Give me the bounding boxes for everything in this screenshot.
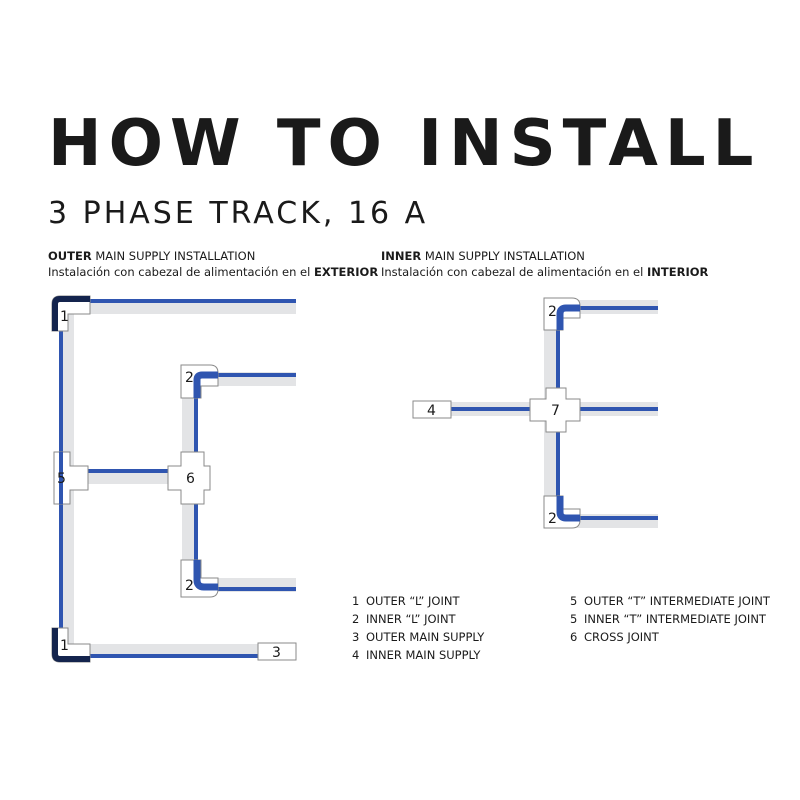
- legend-text: OUTER “T” INTERMEDIATE JOINT: [584, 594, 770, 608]
- legend-num: 3: [352, 630, 360, 644]
- inner-l-b-label: 2: [185, 578, 194, 594]
- outer-heading-bold: OUTER: [48, 249, 92, 263]
- legend-item: 3 OUTER MAIN SUPPLY: [352, 628, 484, 646]
- page-subtitle: 3 PHASE TRACK, 16 A: [48, 196, 429, 231]
- legend-num: 4: [352, 648, 360, 662]
- outer-l-top-label: 1: [60, 309, 69, 325]
- cross-right-label: 7: [551, 403, 560, 419]
- legend-item: 5 INNER “T” INTERMEDIATE JOINT: [570, 610, 770, 628]
- page-title: HOW TO INSTALL: [48, 107, 761, 181]
- inner-section-heading: INNER MAIN SUPPLY INSTALLATION Instalaci…: [381, 248, 708, 280]
- inner-spanish-bold: INTERIOR: [646, 265, 709, 279]
- outer-l-joint-top: 1: [51, 295, 91, 332]
- legend-item: 1 OUTER “L” JOINT: [352, 592, 484, 610]
- outer-cross-joint: 6: [167, 451, 211, 505]
- legend-text: INNER MAIN SUPPLY: [366, 648, 481, 662]
- t-joint-label: 5: [57, 471, 66, 487]
- legend-text: INNER “T” INTERMEDIATE JOINT: [584, 612, 766, 626]
- legend-text: CROSS JOINT: [584, 630, 659, 644]
- legend-item: 4 INNER MAIN SUPPLY: [352, 646, 484, 664]
- inner-l-joint-a: 2: [180, 364, 219, 399]
- cross-left-label: 6: [186, 471, 195, 487]
- inner-l-a-label: 2: [185, 370, 194, 386]
- outer-t-joint: 5: [53, 451, 89, 505]
- inner-l-joint-bottom: 2: [543, 495, 581, 529]
- legend-left: 1 OUTER “L” JOINT 2 INNER “L” JOINT 3 OUTER…: [352, 592, 484, 664]
- legend-item: 2 INNER “L” JOINT: [352, 610, 484, 628]
- legend-num: 1: [352, 594, 360, 608]
- inner-supply-label: 4: [427, 403, 436, 419]
- inner-l-joint-b: 2: [180, 559, 219, 598]
- outer-l-joint-bottom: 1: [51, 627, 91, 663]
- legend-num: 6: [570, 630, 578, 644]
- inner-main-supply: 4: [412, 400, 452, 419]
- inner-l-bottom-label: 2: [548, 511, 557, 527]
- inner-cross-joint: 7: [529, 387, 581, 433]
- legend-text: OUTER “L” JOINT: [366, 594, 460, 608]
- legend-item: 6 CROSS JOINT: [570, 628, 770, 646]
- legend-text: OUTER MAIN SUPPLY: [366, 630, 485, 644]
- inner-l-top-label: 2: [548, 304, 557, 320]
- inner-spanish-prefix: Instalación con cabezal de alimentación …: [381, 265, 647, 279]
- outer-spanish-bold: EXTERIOR: [313, 265, 379, 279]
- outer-spanish-prefix: Instalación con cabezal de alimentación …: [48, 265, 314, 279]
- outer-l-bottom-label: 1: [60, 638, 69, 654]
- inner-heading-bold: INNER: [381, 249, 422, 263]
- legend-num: 5: [570, 594, 578, 608]
- inner-heading-rest: MAIN SUPPLY INSTALLATION: [421, 249, 585, 263]
- legend-num: 5: [570, 612, 578, 626]
- legend-num: 2: [352, 612, 360, 626]
- outer-supply-label: 3: [272, 645, 281, 661]
- outer-main-supply: 3: [257, 642, 297, 661]
- outer-heading-rest: MAIN SUPPLY INSTALLATION: [91, 249, 256, 263]
- legend-item: 5 OUTER “T” INTERMEDIATE JOINT: [570, 592, 770, 610]
- legend-text: INNER “L” JOINT: [366, 612, 456, 626]
- outer-section-heading: OUTER MAIN SUPPLY INSTALLATION Instalaci…: [48, 248, 378, 280]
- inner-l-joint-top: 2: [543, 297, 581, 331]
